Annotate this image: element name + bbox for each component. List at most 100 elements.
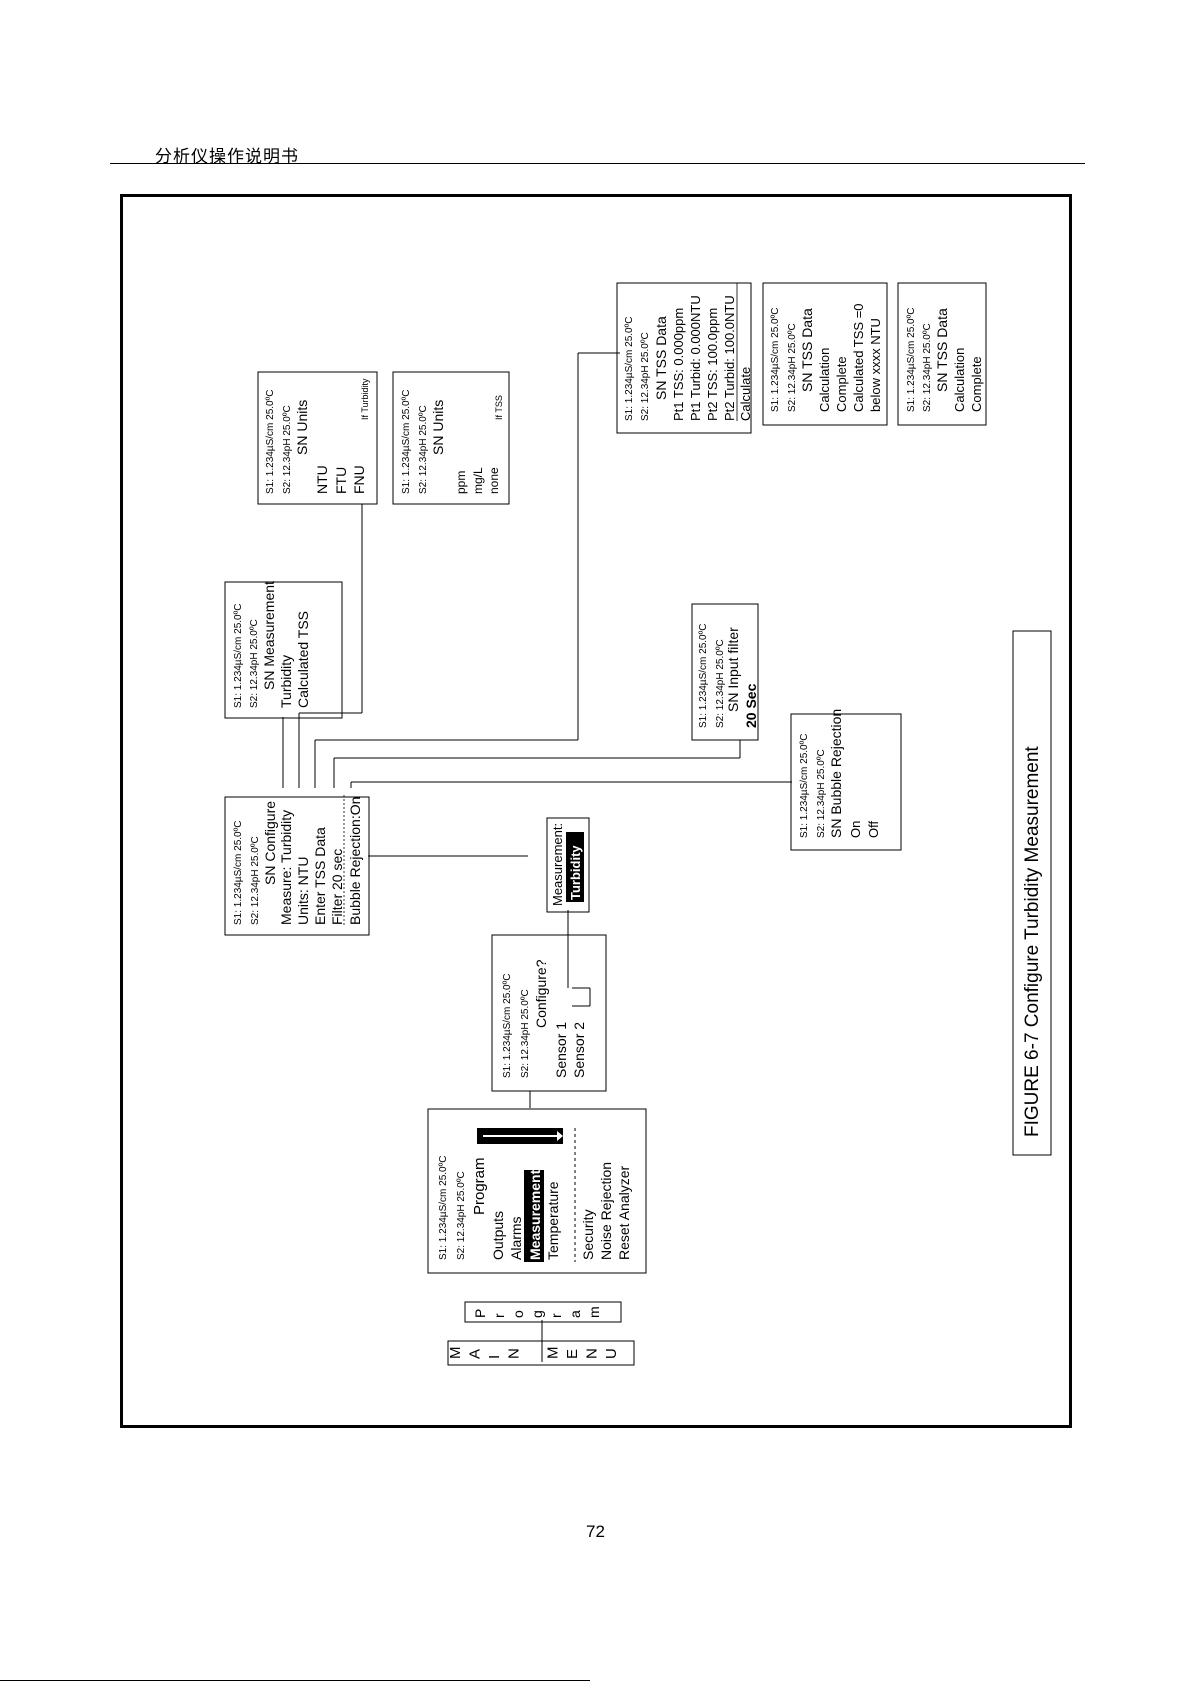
- program-line-6: Temperature: [545, 1181, 561, 1260]
- bubble_rejection-line-0: S1: 1.234µS/cm 25.0ºC: [799, 734, 810, 838]
- sn_measurement-line-1: S2: 12.34pH 25.0ºC: [249, 619, 260, 708]
- sn_units_tss-line-0: S1: 1.234µS/cm 25.0ºC: [401, 390, 412, 494]
- figure-caption-box: [1012, 630, 1052, 1156]
- tss_calc_error-line-5: Calculated TSS =0: [851, 303, 866, 412]
- program-line-8: Noise Rejection: [598, 1162, 614, 1260]
- main-menu-letter-6: E: [564, 1349, 581, 1359]
- main-menu-letter-5: M: [545, 1347, 562, 1360]
- input_filter-line-2: SN Input filter: [725, 627, 741, 712]
- screen-sn_units_tss: [392, 371, 510, 505]
- program-tab-letter-1: r: [491, 1313, 507, 1318]
- configure-line-0: S1: 1.234µS/cm 25.0ºC: [502, 974, 513, 1078]
- screen-tss_calc_complete: [897, 282, 987, 426]
- tss_calc_error-line-2: SN TSS Data: [799, 308, 815, 392]
- sn_measurement-line-4: Calculated TSS: [295, 611, 311, 708]
- measurement_sel-line-1: Turbidity: [568, 845, 583, 900]
- measurement-highlight: [524, 1170, 544, 1262]
- sn_units_turb-line-1: S2: 12.34pH 25.0ºC: [282, 405, 293, 494]
- main-menu-letter-8: U: [603, 1348, 620, 1359]
- program-line-1: S2: 12.34pH 25.0ºC: [456, 1171, 467, 1260]
- tss_calc_error-line-0: S1: 1.234µS/cm 25.0ºC: [770, 308, 781, 412]
- sn_units_tss-line-3: ppm: [454, 471, 468, 494]
- program-line-5: Measurement: [527, 1169, 543, 1260]
- input_filter-line-0: S1: 1.234µS/cm 25.0ºC: [698, 624, 709, 728]
- main-menu-letter-0: M: [447, 1347, 464, 1360]
- program-line-7: Security: [580, 1209, 596, 1260]
- sn_measurement-line-2: SN Measurement: [261, 581, 277, 690]
- page-number: 72: [586, 1522, 605, 1541]
- sn_configure-line-7: Bubble Rejection:On: [347, 797, 363, 925]
- sn_configure-line-0: S1: 1.234µS/cm 25.0ºC: [233, 821, 244, 925]
- screen-bubble_rejection: [790, 713, 902, 851]
- figure-frame: [120, 194, 1072, 1428]
- program-tab-letter-2: o: [510, 1310, 526, 1318]
- main-menu-tab: [447, 1340, 635, 1366]
- sn_configure-line-5: Enter TSS Data: [312, 827, 328, 925]
- tss_calc_error-line-6: below xxxx NTU: [868, 318, 883, 412]
- program-tab-letter-0: P: [472, 1309, 488, 1318]
- tss_calc_complete-line-0: S1: 1.234µS/cm 25.0ºC: [906, 308, 917, 412]
- program-tab-letter-6: m: [586, 1306, 602, 1318]
- tss_calc_error-line-3: Calculation: [817, 348, 832, 412]
- program-tab-letter-4: r: [548, 1313, 564, 1318]
- sn_measurement-line-3: Turbidity: [278, 655, 294, 708]
- figure-caption: FIGURE 6-7 Configure Turbidity Measureme…: [1022, 746, 1043, 1137]
- tss_calc_error-line-1: S2: 12.34pH 25.0ºC: [787, 323, 798, 412]
- main-menu-letter-1: A: [467, 1349, 484, 1359]
- sn_tss_data-line-1: S2: 12.34pH 25.0ºC: [640, 332, 651, 421]
- configure-line-1: S2: 12.34pH 25.0ºC: [520, 989, 531, 1078]
- arrow-head-icon: [557, 1131, 563, 1141]
- input_filter-line-3: 20 Sec: [743, 683, 759, 728]
- screen-configure: [491, 934, 607, 1092]
- bubble_rejection-line-3: On: [848, 821, 863, 838]
- screen-sn_units_turb: [257, 371, 378, 505]
- program-line-4: Alarms: [508, 1216, 524, 1260]
- screen-sn_configure: [224, 796, 370, 936]
- main-menu-letter-7: N: [584, 1348, 601, 1359]
- program-line-9: Reset Analyzer: [616, 1166, 632, 1260]
- sn_tss_data-line-3: Pt1 TSS: 0.000ppm: [671, 308, 686, 421]
- sn_units_tss-line-2: SN Units: [430, 400, 446, 455]
- sn_tss_data-line-0: S1: 1.234µS/cm 25.0ºC: [624, 317, 635, 421]
- turbidity-highlight: [566, 832, 584, 902]
- sn_units_turb-line-4: FTU: [333, 467, 349, 494]
- bubble_rejection-line-2: SN Bubble Rejection: [828, 709, 844, 838]
- bubble_rejection-line-4: Off: [866, 821, 881, 838]
- program-line-3: Outputs: [490, 1211, 506, 1260]
- program-line-0: S1: 1.234µS/cm 25.0ºC: [438, 1156, 449, 1260]
- sn_units_turb-line-6: If Turbidity: [360, 378, 370, 420]
- screen-input_filter: [691, 603, 759, 741]
- tss_calc_error-line-4: Complete: [834, 356, 849, 412]
- tss_calc_complete-line-3: Calculation: [952, 348, 967, 412]
- input_filter-line-1: S2: 12.34pH 25.0ºC: [715, 639, 726, 728]
- sn_units_tss-line-6: If TSS: [494, 395, 504, 420]
- screen-measurement_sel: [546, 817, 590, 913]
- sn_configure-line-2: SN Configure: [262, 801, 278, 885]
- sn_measurement-line-0: S1: 1.234µS/cm 25.0ºC: [233, 604, 244, 708]
- sn_units_tss-line-1: S2: 12.34pH 25.0ºC: [418, 405, 429, 494]
- tss_calc_complete-line-1: S2: 12.34pH 25.0ºC: [922, 323, 933, 412]
- footer-rule: [0, 1680, 590, 1681]
- program-tab-letter-5: a: [567, 1310, 583, 1318]
- sn_tss_data-line-6: Pt2 Turbid: 100.0NTU: [722, 295, 737, 421]
- configure-line-2: Configure?: [533, 959, 549, 1028]
- sn_tss_data-line-7: Calculate: [738, 367, 753, 421]
- sn_tss_data-line-5: Pt2 TSS: 100.0ppm: [705, 308, 720, 421]
- page-header-title: 分析仪操作说明书: [155, 147, 299, 167]
- configure-line-4: Sensor 2: [571, 1022, 587, 1078]
- screen-boxes: [224, 282, 1052, 1366]
- measurement_sel-line-0: Measurement:: [550, 823, 565, 906]
- bubble_rejection-line-1: S2: 12.34pH 25.0ºC: [816, 749, 827, 838]
- program-line-2: Program: [471, 1157, 488, 1215]
- tss_calc_complete-line-2: SN TSS Data: [934, 308, 950, 392]
- screen-sn_tss_data: [616, 282, 752, 434]
- program-tab-letter-3: g: [529, 1310, 545, 1318]
- screen-program: [427, 1108, 647, 1274]
- sn_tss_data-line-2: SN TSS Data: [653, 316, 669, 400]
- sn_tss_data-line-4: Pt1 Turbid: 0.000NTU: [688, 295, 703, 421]
- screen-tss_calc_error: [762, 282, 888, 426]
- sn_units_turb-line-5: FNU: [351, 465, 367, 494]
- sn_configure-line-4: Units: NTU: [295, 857, 311, 925]
- screen-sn_measurement: [224, 581, 343, 719]
